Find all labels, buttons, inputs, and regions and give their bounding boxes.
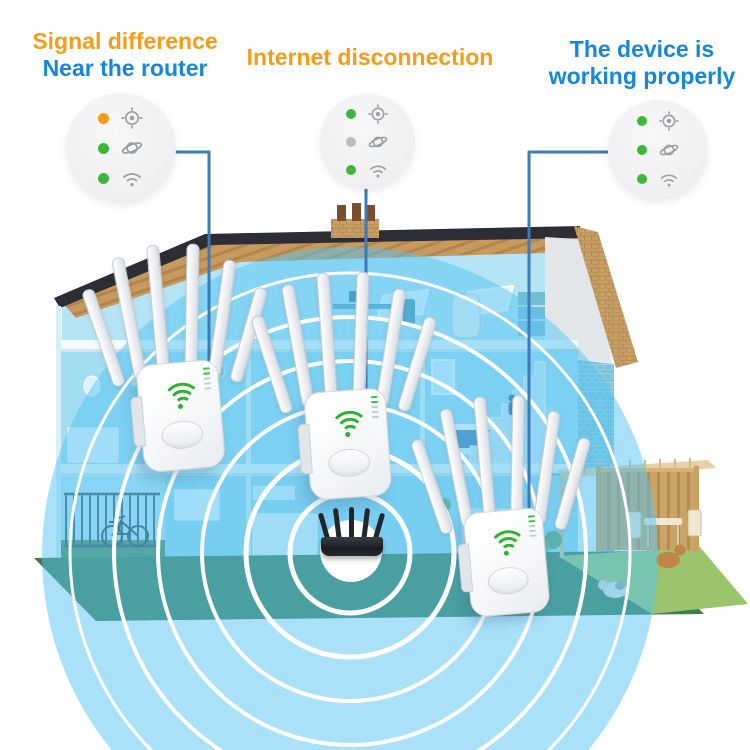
planet-icon bbox=[659, 144, 678, 156]
led-row bbox=[346, 158, 389, 182]
antenna bbox=[472, 396, 497, 523]
status-leds bbox=[527, 515, 537, 538]
led-dot bbox=[346, 136, 356, 147]
antenna bbox=[207, 258, 237, 378]
caption-working-properly: The device is working properly bbox=[532, 36, 750, 90]
wps-button bbox=[327, 447, 372, 479]
router-antenna bbox=[349, 507, 354, 542]
wifi-icon bbox=[660, 174, 677, 187]
wifi-extender-lower-right bbox=[409, 395, 592, 619]
led-dot bbox=[636, 174, 647, 184]
led-dot bbox=[98, 142, 109, 154]
antenna bbox=[146, 244, 171, 376]
status-leds bbox=[202, 367, 212, 390]
signal-icon bbox=[368, 103, 388, 124]
left-wall-edge bbox=[56, 306, 61, 558]
signal-icon bbox=[121, 107, 143, 129]
led-dot bbox=[346, 164, 356, 175]
led-status-badge-internet-disconnection bbox=[320, 94, 415, 189]
led-row bbox=[346, 130, 389, 154]
caption-internet-disconnection: Internet disconnection bbox=[238, 44, 502, 71]
antenna bbox=[184, 243, 200, 374]
planet-icon bbox=[121, 142, 143, 154]
led-dot bbox=[98, 172, 109, 184]
extender-body bbox=[135, 358, 227, 474]
wifi-icon bbox=[122, 173, 142, 187]
chimney bbox=[331, 203, 379, 238]
router bbox=[317, 498, 385, 560]
status-leds bbox=[370, 395, 380, 419]
led-row bbox=[98, 166, 144, 190]
led-status-badge-near-router bbox=[66, 93, 176, 203]
wps-button bbox=[160, 419, 205, 451]
wps-button bbox=[486, 565, 530, 597]
wifi-signal-icon bbox=[160, 381, 205, 425]
garden-chair bbox=[687, 509, 702, 537]
dog bbox=[656, 552, 680, 568]
router-body bbox=[321, 537, 383, 556]
led-row bbox=[636, 109, 680, 133]
caption-line: Signal difference bbox=[32, 28, 218, 54]
signal-icon bbox=[658, 111, 679, 131]
caption-line: The device is bbox=[569, 36, 715, 62]
led-status-badge-working-properly bbox=[608, 100, 708, 200]
wifi-icon bbox=[369, 165, 387, 178]
antenna bbox=[316, 272, 339, 403]
caption-near-router: Signal difference Near the router bbox=[0, 28, 250, 82]
led-dot bbox=[98, 112, 109, 124]
extender-body bbox=[462, 506, 551, 619]
caption-line: working properly bbox=[548, 63, 736, 90]
antenna bbox=[510, 395, 525, 522]
antenna bbox=[532, 410, 562, 526]
wifi-extender-upper-left bbox=[80, 243, 269, 474]
led-row bbox=[636, 167, 680, 191]
caption-line: Internet disconnection bbox=[246, 44, 494, 70]
caption-line: Near the router bbox=[42, 55, 208, 82]
led-dot bbox=[636, 145, 647, 155]
extender-body bbox=[303, 387, 393, 501]
led-row bbox=[346, 102, 389, 126]
wifi-signal-icon bbox=[487, 528, 530, 571]
antenna bbox=[352, 271, 370, 403]
led-dot bbox=[636, 116, 647, 126]
led-row bbox=[98, 136, 144, 160]
led-row bbox=[98, 106, 144, 130]
led-dot bbox=[346, 108, 356, 119]
planet-icon bbox=[368, 136, 388, 147]
wifi-signal-icon bbox=[328, 409, 372, 453]
led-row bbox=[636, 138, 680, 162]
wifi-extender-upper-center bbox=[250, 271, 438, 501]
